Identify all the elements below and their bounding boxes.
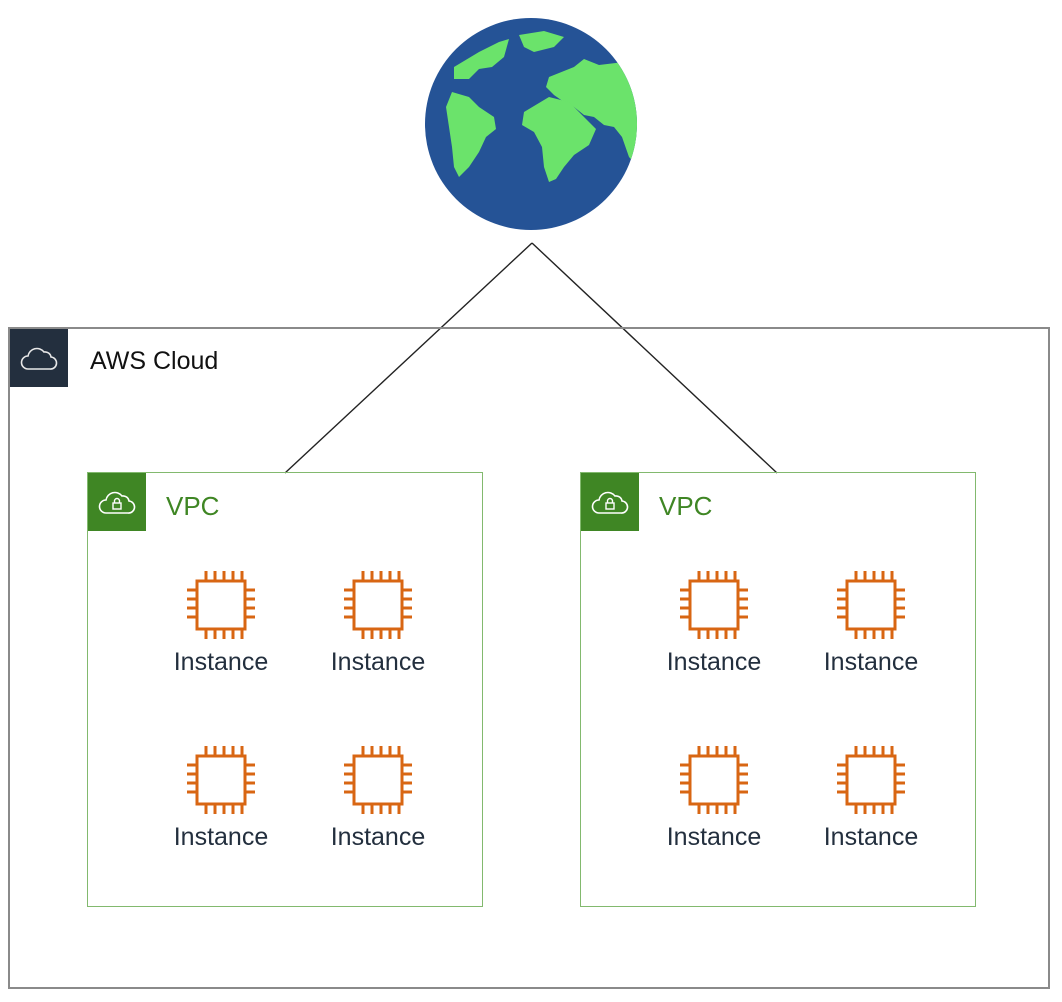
instance-node[interactable]: Instance [654,566,774,696]
globe-icon [425,18,637,230]
aws-cloud-badge [10,329,68,387]
instance-node[interactable]: Instance [161,566,281,696]
vpc-group-2[interactable]: VPC Instance Instance Instance Instance [580,472,976,907]
vpc-badge [581,473,639,531]
instance-label: Instance [666,648,762,676]
ec2-instance-icon [187,571,255,639]
vpc-label: VPC [659,491,713,521]
ec2-instance-icon [680,746,748,814]
ec2-instance-icon [837,571,905,639]
instance-label: Instance [173,648,269,676]
instance-label: Instance [173,823,269,851]
ec2-instance-icon [837,746,905,814]
vpc-group-1[interactable]: VPC Instance Instance Instance Instance [87,472,483,907]
instance-label: Instance [666,823,762,851]
vpc-cloud-lock-icon [98,491,136,514]
aws-cloud-group[interactable]: AWS Cloud [8,327,1050,989]
instance-node[interactable]: Instance [811,741,931,871]
vpc-badge [88,473,146,531]
internet-globe[interactable] [424,17,638,231]
instance-label: Instance [330,823,426,851]
instance-node[interactable]: Instance [811,566,931,696]
ec2-instance-icon [680,571,748,639]
instance-label: Instance [330,648,426,676]
instance-node[interactable]: Instance [654,741,774,871]
instance-label: Instance [823,648,919,676]
instance-node[interactable]: Instance [318,566,438,696]
vpc-cloud-lock-icon [591,491,629,514]
ec2-instance-icon [344,746,412,814]
instance-node[interactable]: Instance [161,741,281,871]
ec2-instance-icon [344,571,412,639]
instance-label: Instance [823,823,919,851]
vpc-label: VPC [166,491,220,521]
instance-node[interactable]: Instance [318,741,438,871]
aws-cloud-label: AWS Cloud [90,347,219,375]
ec2-instance-icon [187,746,255,814]
cloud-icon [20,347,58,370]
